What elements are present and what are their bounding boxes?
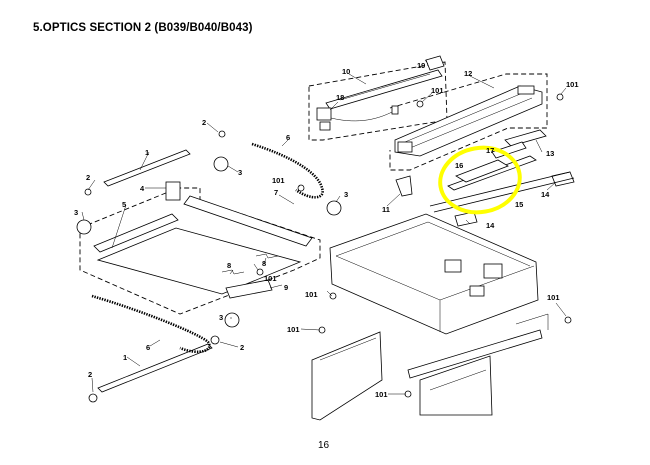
lower-frame-rail bbox=[407, 329, 543, 379]
screw-101-top-right bbox=[556, 93, 564, 101]
part-5-carriage-front bbox=[93, 213, 179, 253]
leader-lines bbox=[81, 59, 567, 395]
callout-8-a: 8 bbox=[227, 261, 231, 270]
lamp-assembly-group bbox=[308, 55, 575, 227]
callout-19: 19 bbox=[417, 61, 425, 70]
callout-13: 13 bbox=[546, 149, 554, 158]
callout-2-c: 2 bbox=[240, 343, 244, 352]
callout-17: 17 bbox=[486, 146, 494, 155]
callout-1-bottom: 1 bbox=[123, 353, 127, 362]
part-3-pulley-b bbox=[76, 219, 92, 235]
part-13-bracket bbox=[504, 129, 547, 147]
page-number: 16 bbox=[318, 440, 330, 451]
frame-assembly-group bbox=[311, 213, 572, 421]
callout-7: 7 bbox=[274, 188, 278, 197]
part-17-plate bbox=[491, 141, 527, 159]
part-18-connector bbox=[316, 107, 332, 121]
callout-101-frame-d: 101 bbox=[375, 390, 388, 399]
part-2-c bbox=[210, 335, 220, 345]
callout-101-frame-a: 101 bbox=[305, 290, 318, 299]
callout-5: 5 bbox=[122, 200, 126, 209]
part-6-belt-lower bbox=[91, 294, 211, 354]
callout-101-carriage-b: 101 bbox=[264, 274, 277, 283]
callout-15: 15 bbox=[515, 200, 523, 209]
part-2-a bbox=[218, 130, 226, 138]
callout-18: 18 bbox=[336, 93, 344, 102]
part-1-wire-top bbox=[103, 149, 191, 187]
screw-101-top-left bbox=[416, 100, 424, 108]
part-7-carriage-rear bbox=[183, 195, 313, 247]
callout-9: 9 bbox=[284, 283, 288, 292]
callout-101-frame-b: 101 bbox=[287, 325, 300, 334]
part-2-b bbox=[84, 188, 92, 196]
part-9-bracket bbox=[225, 279, 273, 299]
callout-101-carriage-a: 101 bbox=[272, 176, 285, 185]
callout-8-b: 8 bbox=[262, 259, 266, 268]
callout-14-lower: 14 bbox=[486, 221, 495, 230]
callout-6-lower: 6 bbox=[146, 343, 150, 352]
callout-101-top-right: 101 bbox=[566, 80, 579, 89]
callout-4: 4 bbox=[140, 184, 145, 193]
lower-frame-left bbox=[311, 331, 383, 421]
part-8-spring-b bbox=[255, 253, 279, 259]
part-2-d bbox=[88, 393, 98, 403]
part-6-belt-upper bbox=[251, 142, 324, 199]
callout-2-b: 2 bbox=[86, 173, 90, 182]
page-title: 5.OPTICS SECTION 2 (B039/B040/B043) bbox=[33, 22, 253, 34]
callout-11: 11 bbox=[382, 205, 390, 214]
callout-2-d: 2 bbox=[88, 370, 92, 379]
callout-labels: 10 19 18 101 12 101 13 17 16 15 14 11 14… bbox=[74, 61, 579, 399]
screw-101-frame-a bbox=[329, 292, 337, 300]
lower-frame-right bbox=[419, 355, 493, 416]
callout-10: 10 bbox=[342, 67, 350, 76]
part-10-rail bbox=[325, 69, 443, 110]
part-1-wire-bottom bbox=[97, 343, 213, 393]
callout-12: 12 bbox=[464, 69, 472, 78]
callout-101-top-left: 101 bbox=[431, 86, 444, 95]
callout-2-a: 2 bbox=[202, 118, 206, 127]
part-3-pulley-d bbox=[224, 312, 240, 328]
screw-101-carriage-a bbox=[297, 184, 305, 192]
part-3-pulley-c bbox=[326, 200, 342, 216]
part-19-holder bbox=[425, 55, 445, 71]
callout-3-d: 3 bbox=[219, 313, 223, 322]
carriage-assembly-group bbox=[76, 130, 342, 403]
callout-3-c: 3 bbox=[344, 190, 348, 199]
part-16-mirror bbox=[455, 159, 509, 183]
screw-101-frame-c bbox=[564, 316, 572, 324]
optics-base-frame bbox=[329, 213, 539, 335]
callout-16: 16 bbox=[455, 161, 463, 170]
callout-3-a: 3 bbox=[238, 168, 242, 177]
callout-3-b: 3 bbox=[74, 208, 78, 217]
part-8-spring-a bbox=[221, 269, 245, 275]
part-11-clip bbox=[395, 175, 413, 197]
callout-14-upper: 14 bbox=[541, 190, 550, 199]
screw-101-carriage-b bbox=[256, 268, 264, 276]
part-4-bracket bbox=[165, 181, 181, 201]
highlight-circle bbox=[438, 145, 522, 215]
part-3-pulley-a bbox=[213, 156, 229, 172]
callout-6-upper: 6 bbox=[286, 133, 290, 142]
part-5-carriage-frame bbox=[96, 227, 302, 295]
callout-101-frame-c: 101 bbox=[547, 293, 560, 302]
callout-1-top: 1 bbox=[145, 148, 149, 157]
